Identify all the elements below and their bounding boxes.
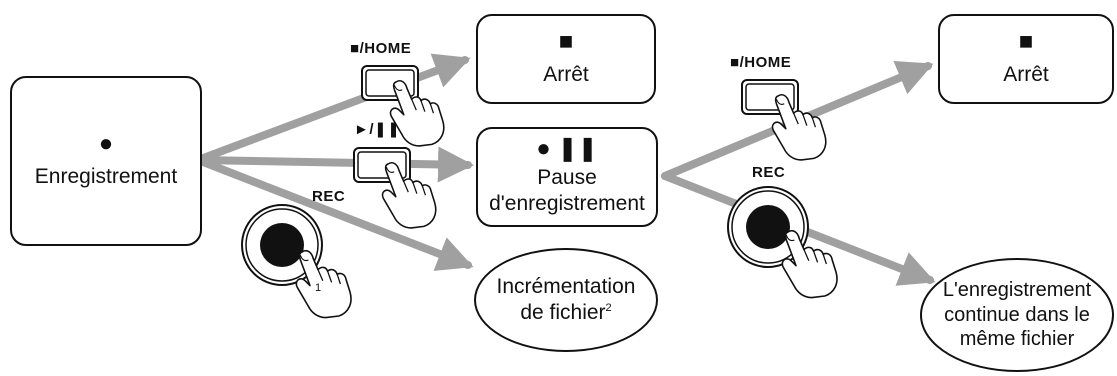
node-increment-line2: de fichier: [520, 301, 606, 324]
node-stop: ■ Arrêt: [476, 14, 656, 104]
node-continue-line1: L'enregistrement: [942, 279, 1092, 302]
play-pause-label: ►/❚❚: [354, 121, 401, 138]
node-recording: ● Enregistrement: [10, 76, 202, 246]
node-stop-2: ■ Arrêt: [938, 14, 1114, 104]
hand-press-icon: [295, 249, 352, 319]
stop-home-label-1: ■/HOME: [350, 40, 412, 57]
footnote-1-marker: 1: [315, 282, 322, 294]
node-continue: L'enregistrement continue dans le même f…: [920, 258, 1114, 372]
node-stop-label: Arrêt: [543, 63, 589, 87]
node-stop-2-label: Arrêt: [1003, 63, 1049, 87]
node-pause: ● ❚❚ Pause d'enregistrement: [476, 127, 658, 227]
rec-button-icon[interactable]: [241, 204, 323, 286]
rec-label-2: REC: [752, 164, 786, 181]
arrow-to-increment: [194, 156, 474, 271]
stop-square-icon-2: ■: [730, 54, 740, 71]
record-pause-icon: ● ❚❚: [536, 135, 598, 163]
record-icon: ●: [98, 130, 114, 158]
node-pause-line1: Pause: [537, 166, 597, 190]
hand-press-icon: [771, 93, 827, 161]
stop-icon: ■: [558, 28, 574, 56]
rec-label-1: REC: [312, 188, 346, 205]
arrow-to-pause: [194, 146, 474, 183]
play-icon: ►: [354, 121, 370, 138]
node-increment-line1: Incrémentation: [496, 275, 636, 299]
stop-home-label-2: ■/HOME: [730, 54, 792, 71]
arrows-from-recording: [194, 53, 474, 271]
node-continue-line2: continue dans le: [944, 303, 1090, 326]
rec-button-icon-2[interactable]: [727, 186, 809, 268]
stop-icon-2: ■: [1018, 28, 1034, 56]
footnote-2-marker: 2: [605, 302, 612, 314]
node-pause-line2: d'enregistrement: [489, 192, 645, 215]
node-increment: Incrémentation de fichier2: [474, 248, 658, 352]
node-recording-label: Enregistrement: [34, 165, 178, 189]
stop-square-icon: ■: [350, 40, 360, 57]
node-continue-line3: même fichier: [959, 328, 1075, 351]
arrow-to-stop: [194, 53, 471, 164]
